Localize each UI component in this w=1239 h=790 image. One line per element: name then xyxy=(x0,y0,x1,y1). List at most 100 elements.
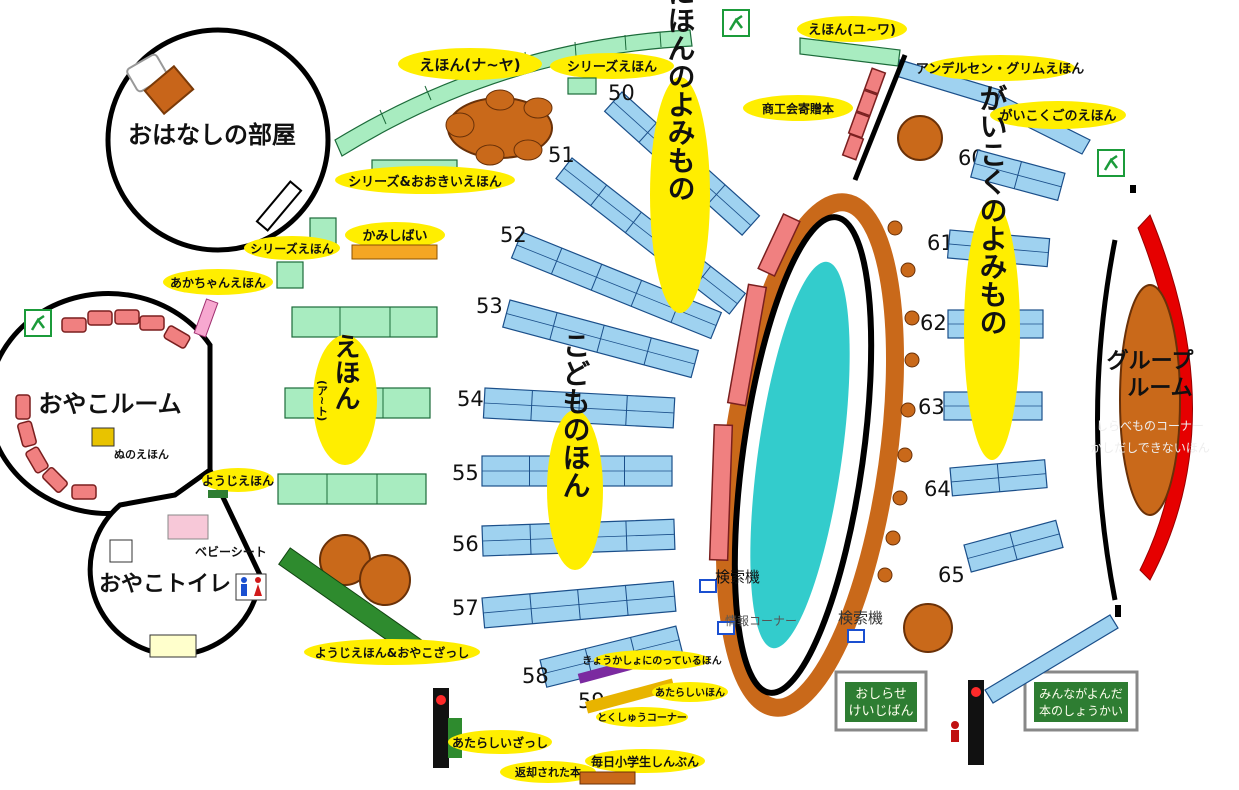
shelf-number: 56 xyxy=(452,532,479,556)
emergency-exit-icon xyxy=(1097,149,1125,177)
label-atarashii-hon: あたらしいほん xyxy=(652,682,728,702)
shelves-fan[interactable] xyxy=(481,91,761,688)
reading-table-bottom-left[interactable] xyxy=(319,534,411,606)
svg-text:ようじえほん&おやこざっし: ようじえほん&おやこざっし xyxy=(315,645,469,660)
label-andersen: アンデルセン・グリムえほん xyxy=(916,55,1084,81)
person-icon xyxy=(951,721,959,742)
shelf-kamishibai[interactable] xyxy=(351,244,438,260)
toilet-icon xyxy=(149,634,197,658)
baby-bed-icon xyxy=(167,514,209,540)
shelf-diag-bottom-right[interactable] xyxy=(984,614,1119,704)
shelf-henkyaku[interactable] xyxy=(579,771,636,785)
shelf-number: 51 xyxy=(548,143,575,167)
reading-table-top[interactable] xyxy=(445,89,553,166)
shelf-number: 62 xyxy=(920,311,947,335)
title-ehon-a-to: えほん (ア~ト) xyxy=(313,333,377,465)
label-youji-ehon: ようじえほん xyxy=(202,468,274,492)
label-kamishibai: かみしばい xyxy=(345,222,445,248)
shelf-number: 54 xyxy=(457,387,484,411)
baby-seat-label: ベビーシート xyxy=(195,544,267,559)
shelf-number: 53 xyxy=(476,294,503,318)
svg-text:アンデルセン・グリムえほん: アンデルセン・グリムえほん xyxy=(916,61,1084,77)
computer-terminal-icon[interactable]: 検索機 情報コーナー xyxy=(699,568,797,635)
emergency-exit-icon xyxy=(24,309,52,337)
shelf-64[interactable] xyxy=(949,459,1048,497)
svg-text:あたらしいざっし: あたらしいざっし xyxy=(452,735,548,750)
shelf-series-small[interactable] xyxy=(567,77,597,95)
svg-text:グループ: グループ xyxy=(1107,348,1195,374)
door xyxy=(255,180,303,232)
label-ehon-yu-wa: えほん(ユ~ワ) xyxy=(797,16,907,42)
label-kyoukasho: きょうかしょにのっているほん xyxy=(582,650,722,670)
svg-text:がいこくのよみもの: がいこくのよみもの xyxy=(976,84,1009,336)
stools-oval-right xyxy=(877,220,920,583)
svg-text:みんながよんだ: みんながよんだ xyxy=(1039,686,1122,701)
kashidashi-label: かしだしできないほん xyxy=(1090,441,1210,455)
label-mainichi: 毎日小学生しんぶん xyxy=(585,749,705,773)
door-marker xyxy=(1115,605,1121,617)
shelf-ehon-yu-wa[interactable] xyxy=(799,37,1091,155)
label-henkyaku: 返却された本 xyxy=(500,761,596,783)
svg-text:えほん(ナ~ヤ): えほん(ナ~ヤ) xyxy=(419,56,520,74)
shelf-number: 55 xyxy=(452,461,479,485)
svg-text:ルーム: ルーム xyxy=(1127,376,1192,401)
svg-text:返却された本: 返却された本 xyxy=(515,765,581,779)
jouhou-label: 情報コーナー xyxy=(725,614,797,628)
svg-text:にほんのよみもの: にほんのよみもの xyxy=(664,0,697,202)
nuno-ehon-label: ぬのえほん xyxy=(114,448,169,461)
label-series-ehon-left: シリーズえほん xyxy=(244,236,340,260)
shelf-number: 50 xyxy=(608,81,635,105)
shelf-youji[interactable] xyxy=(208,490,228,498)
emergency-exit-icon xyxy=(722,9,750,37)
title-gaikoku-yomimono: がいこくのよみもの xyxy=(964,84,1020,460)
label-youji-oyako: ようじえほん&おやこざっし xyxy=(304,639,480,665)
svg-text:あたらしいほん: あたらしいほん xyxy=(655,686,725,699)
svg-text:毎日小学生しんぶん: 毎日小学生しんぶん xyxy=(591,754,699,769)
svg-text:本のしょうかい: 本のしょうかい xyxy=(1039,704,1123,718)
kensaku-label-1: 検索機 xyxy=(715,568,760,586)
baby-seat-icon xyxy=(109,539,133,563)
svg-text:えほん(ユ~ワ): えほん(ユ~ワ) xyxy=(808,23,896,38)
title-nihon-yomimono: にほんのよみもの xyxy=(650,0,710,313)
svg-text:がいこくごのえほん: がいこくごのえほん xyxy=(999,108,1116,124)
door-marker xyxy=(1130,185,1136,193)
shelf-akachan[interactable] xyxy=(276,261,304,289)
svg-text:こどものほん: こどものほん xyxy=(559,331,592,499)
label-gaikoku-ehon: がいこくごのえほん xyxy=(990,101,1126,129)
restroom-icon xyxy=(235,573,267,601)
computer-terminal-icon[interactable]: 検索機 xyxy=(838,609,883,643)
ohanashi-room[interactable]: おはなしの部屋 xyxy=(105,27,331,253)
central-oval xyxy=(715,193,905,717)
shelf-57[interactable] xyxy=(481,580,677,629)
shirabemono-label: しらべものコーナー xyxy=(1096,419,1204,433)
reading-table-right-bottom[interactable] xyxy=(903,603,953,653)
shelf-60[interactable] xyxy=(970,149,1066,202)
shelf-65[interactable] xyxy=(963,519,1064,573)
notice-board-minna: みんながよんだ 本のしょうかい xyxy=(1023,670,1139,732)
svg-text:とくしゅうコーナー: とくしゅうコーナー xyxy=(597,712,687,724)
shelf-number: 63 xyxy=(918,395,945,419)
seating xyxy=(15,309,191,500)
svg-text:シリーズえほん: シリーズえほん xyxy=(567,59,657,75)
traffic-signal-icon xyxy=(433,688,449,768)
label-akachan: あかちゃんえほん xyxy=(163,269,273,295)
shelf-pink[interactable] xyxy=(193,298,219,338)
oyako-toilet[interactable]: ベビーシート おやこトイレ xyxy=(87,466,267,658)
partition-wall xyxy=(852,54,908,181)
shelf-atarashii[interactable] xyxy=(584,678,676,714)
shelf-53[interactable] xyxy=(502,299,700,379)
pink-shelf-oval-left xyxy=(708,213,801,562)
oyako-room[interactable]: おやこルーム ぬのえほん xyxy=(0,291,213,516)
group-room[interactable]: グループ ルーム しらべものコーナー かしだしできないほん xyxy=(1090,214,1210,601)
title-kodomo-hon: こどものほん xyxy=(547,331,603,570)
svg-text:(ア~ト): (ア~ト) xyxy=(316,380,329,421)
pink-shelf-top xyxy=(841,67,887,161)
label-tokushu: とくしゅうコーナー xyxy=(596,707,688,727)
svg-text:かみしばい: かみしばい xyxy=(362,229,427,244)
reading-table-right-top[interactable] xyxy=(897,115,943,161)
label-series-ookii: シリーズ&おおきいえほん xyxy=(335,166,515,194)
oyako-room-label: おやこルーム xyxy=(38,390,181,418)
label-atarashii-zasshi: あたらしいざっし xyxy=(448,730,552,754)
svg-text:おしらせ: おしらせ xyxy=(855,687,907,702)
